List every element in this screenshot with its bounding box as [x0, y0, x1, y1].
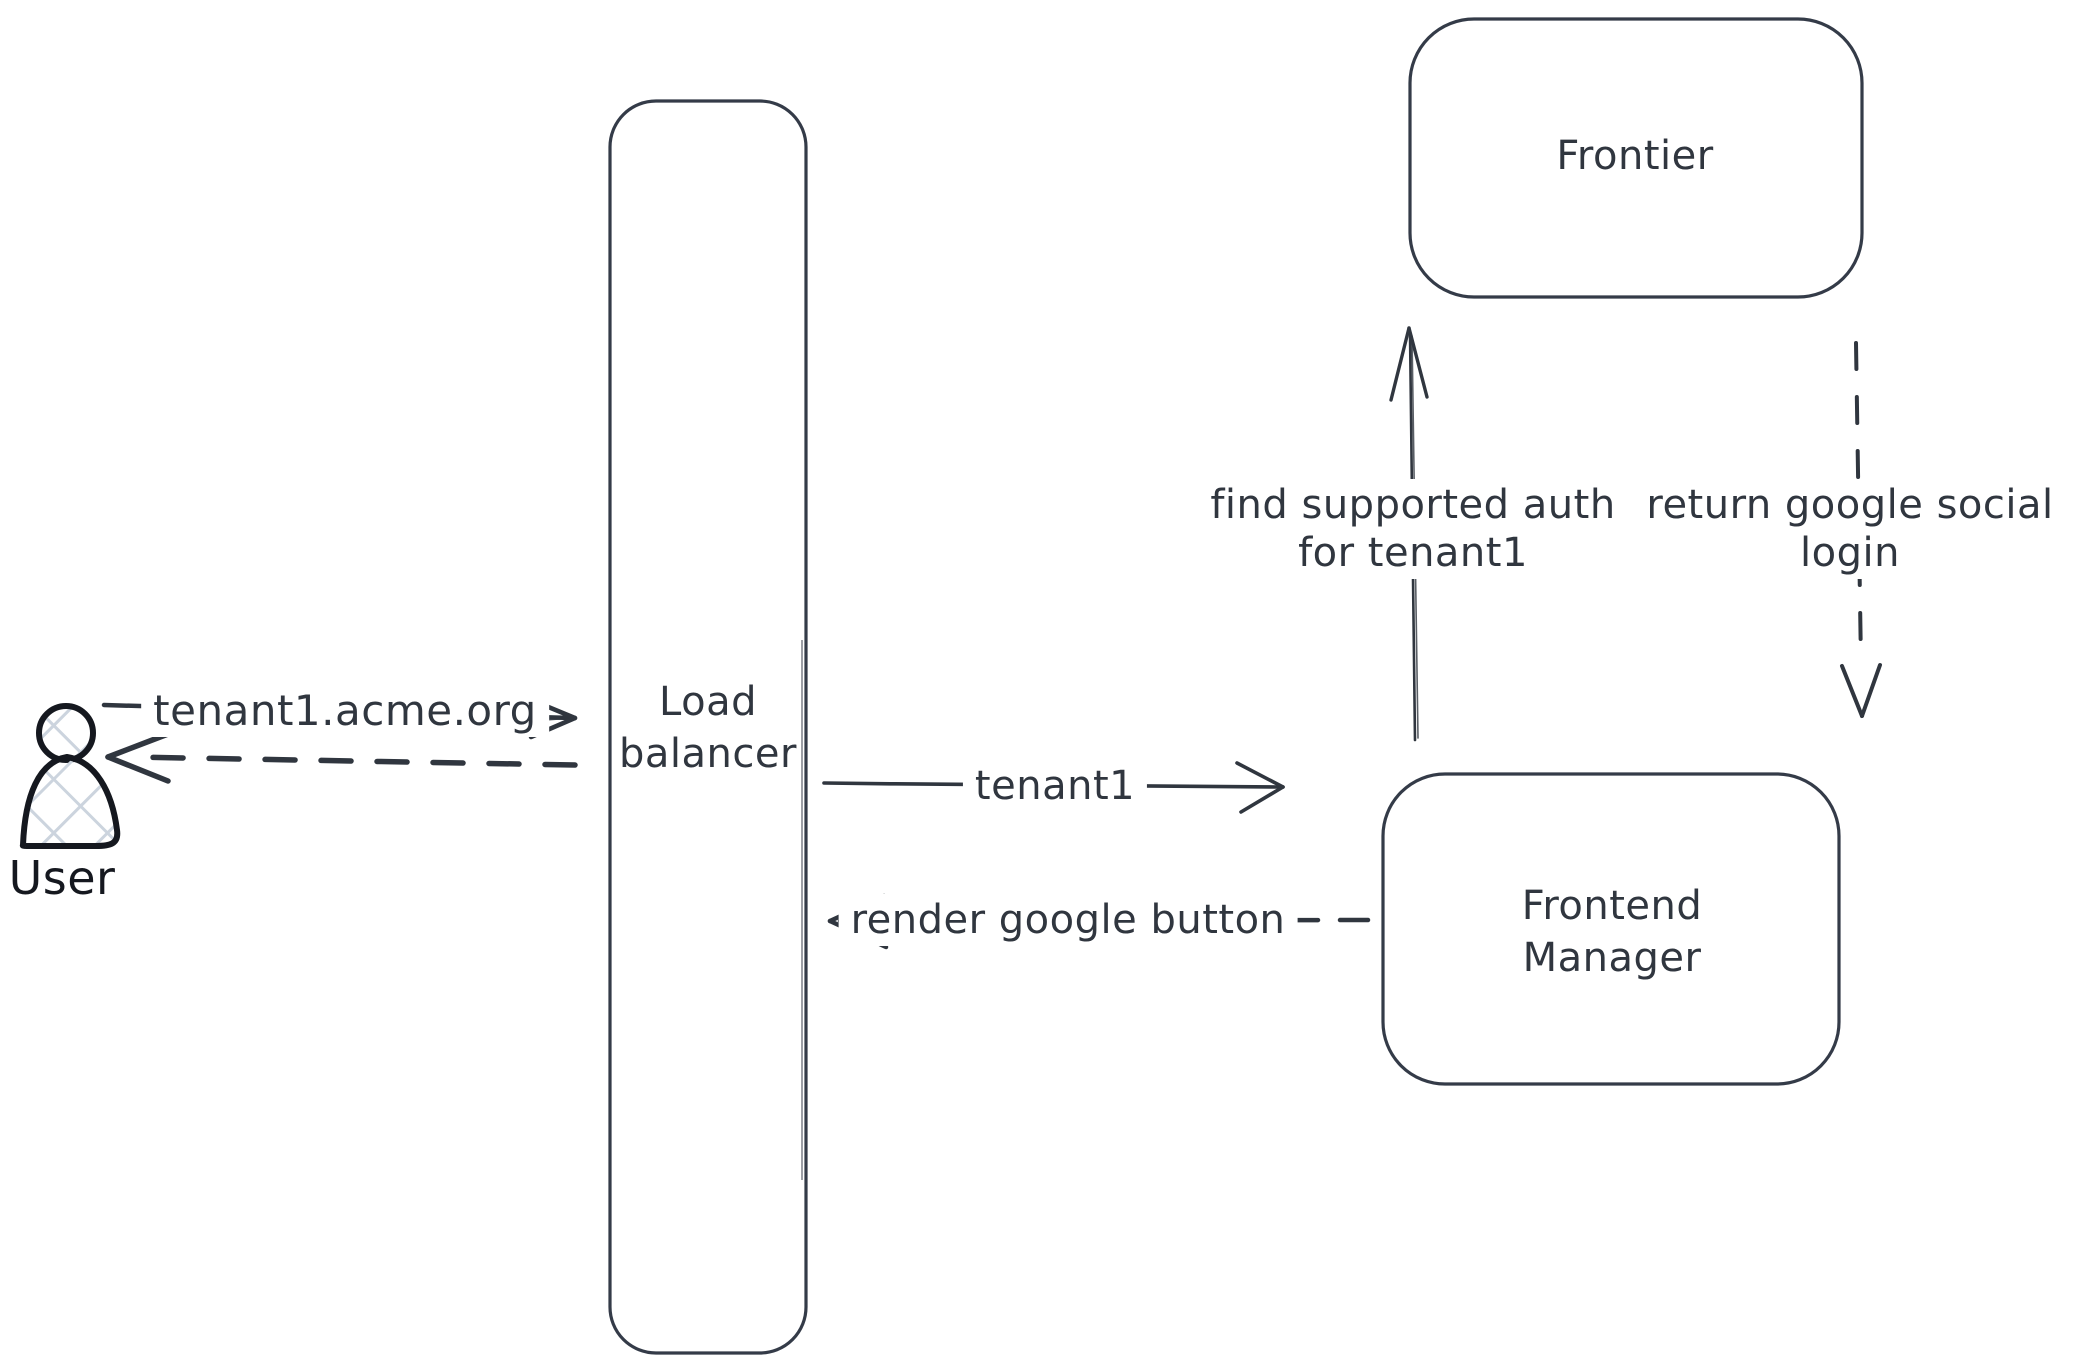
load-balancer-node-label: Load balancer — [619, 676, 797, 780]
frontend-manager-label-line1: Frontend — [1521, 883, 1703, 929]
return-google-social-line1: return google social — [1646, 482, 2054, 528]
find-supported-auth-line1: find supported auth — [1210, 482, 1616, 528]
frontier-box — [1408, 17, 1864, 299]
arrow-label-render-google-button: render google button — [838, 894, 1298, 946]
frontend-manager-label-line2: Manager — [1522, 935, 1702, 981]
load-balancer-label-line2: balancer — [619, 731, 797, 777]
load-balancer-label-line1: Load — [659, 679, 757, 725]
arrow-label-return-google-social-login: return google social login — [1634, 479, 2066, 579]
frontend-manager-node-label: Frontend Manager — [1522, 880, 1703, 984]
load-balancer-box — [608, 99, 808, 1355]
return-google-social-line2: login — [1800, 530, 1900, 576]
frontier-node-label: Frontier — [1556, 133, 1714, 179]
user-icon — [19, 703, 121, 849]
arrow-label-tenant1: tenant1 — [962, 760, 1148, 812]
find-supported-auth-line2: for tenant1 — [1298, 530, 1528, 576]
arrow-label-find-supported-auth: find supported auth for tenant1 — [1198, 479, 1628, 579]
arrow-label-tenant1-acme-org: tenant1.acme.org — [141, 685, 549, 737]
frontend-manager-box — [1381, 772, 1841, 1086]
user-node-label: User — [8, 851, 116, 905]
arrow-loadbalancer-to-user — [105, 731, 578, 784]
